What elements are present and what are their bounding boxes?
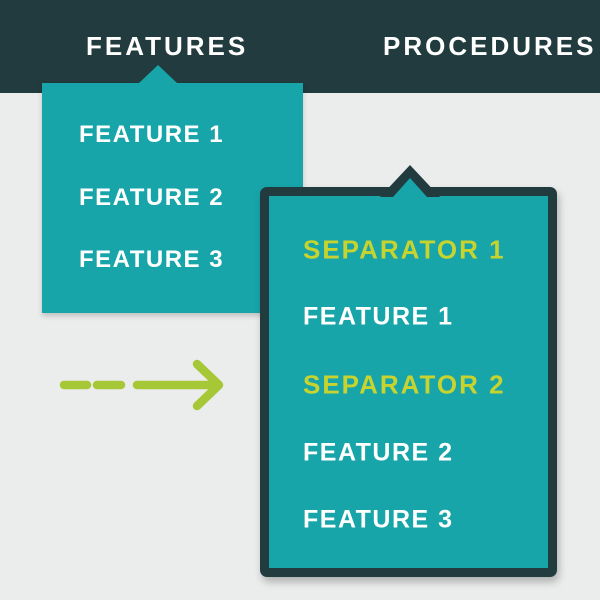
menu-item-separator-1: SEPARATOR 1 bbox=[303, 234, 506, 265]
menubar-item-procedures[interactable]: PROCEDURES bbox=[383, 0, 596, 93]
dropdown-menu-simple: FEATURE 1 FEATURE 2 FEATURE 3 bbox=[42, 65, 303, 313]
menubar-item-procedures-label: PROCEDURES bbox=[383, 31, 597, 61]
dropdown-menu-with-separators: SEPARATOR 1 FEATURE 1 SEPARATOR 2 FEATUR… bbox=[260, 165, 557, 577]
menu-item-separator-2: SEPARATOR 2 bbox=[303, 369, 506, 400]
dropdown-notch-up-icon bbox=[139, 65, 177, 83]
menu-item-feature-2[interactable]: FEATURE 2 bbox=[303, 438, 454, 467]
menu-item-feature-2[interactable]: FEATURE 2 bbox=[79, 184, 225, 211]
menu-item-feature-3[interactable]: FEATURE 3 bbox=[303, 505, 454, 534]
menubar-item-features-label: FEATURES bbox=[86, 31, 249, 61]
menu-item-feature-1[interactable]: FEATURE 1 bbox=[303, 302, 454, 331]
menu-item-feature-3[interactable]: FEATURE 3 bbox=[79, 246, 225, 273]
dropdown-bordered-notch-up-icon bbox=[380, 165, 440, 197]
menu-item-feature-1[interactable]: FEATURE 1 bbox=[79, 121, 225, 148]
menubar-item-features[interactable]: FEATURES bbox=[86, 0, 248, 93]
menubar: FEATURES PROCEDURES bbox=[0, 0, 600, 93]
dashed-arrow-right-icon bbox=[58, 355, 228, 415]
